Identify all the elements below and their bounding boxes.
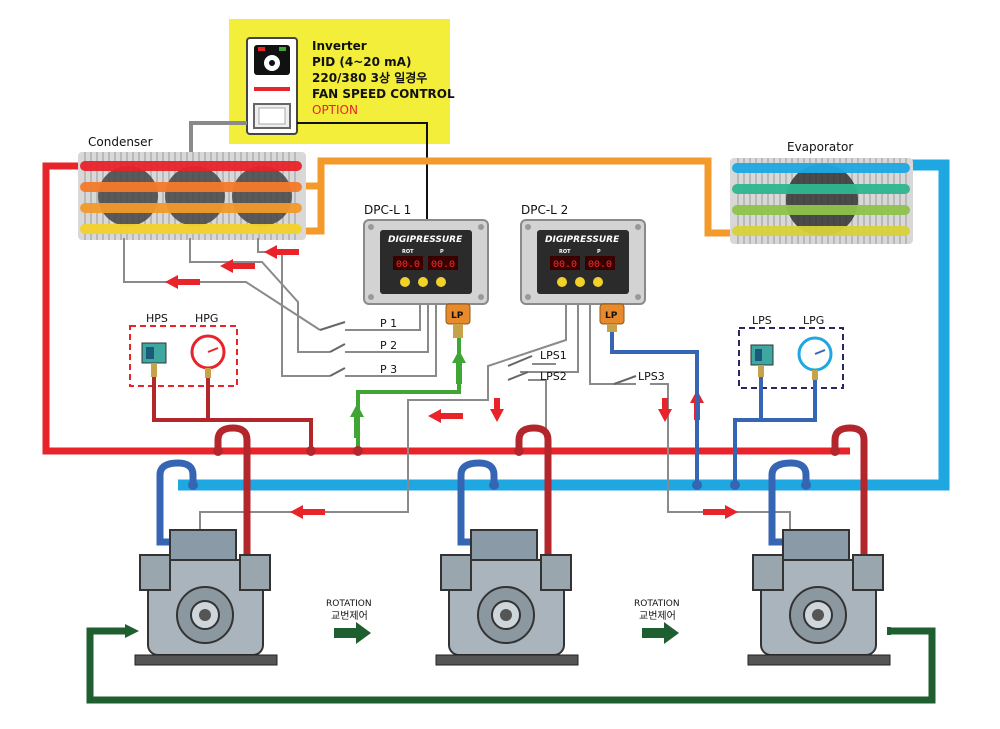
rotation-label-1: ROTATION (326, 599, 372, 609)
dpc1-display-left: 00.0 (396, 260, 420, 271)
evaporator-label: Evaporator (787, 140, 853, 154)
dpc2-display-right: 00.0 (588, 260, 612, 271)
inverter-text: Inverter PID (4~20 mA) 220/380 3상 일경우 FA… (312, 38, 455, 118)
dpc2-hdr-right: P (597, 249, 601, 255)
switch-label-lps1: LPS1 (540, 349, 567, 362)
dpc-l1-controller: DIGIPRESSURE ROT P 00.0 00.0 LP (363, 219, 489, 338)
dpc2-set-button[interactable] (593, 277, 603, 287)
dpc1-down-button[interactable] (418, 277, 428, 287)
condenser-fan-icon (232, 166, 292, 226)
lps-label: LPS (752, 314, 772, 327)
rotation-arrow-2 (642, 622, 679, 644)
rotation-loop (86, 627, 936, 704)
rotation-ko-2: 교번제어 (639, 610, 676, 622)
inverter-line1: Inverter (312, 39, 367, 53)
dpc1-set-button[interactable] (436, 277, 446, 287)
dpc2-lp-port: LP (605, 311, 618, 321)
compressor-connections (156, 424, 868, 572)
rotation-label-2: ROTATION (634, 599, 680, 609)
dpc1-display-right: 00.0 (431, 260, 455, 271)
inverter-option: OPTION (312, 103, 358, 117)
dpc1-up-button[interactable] (400, 277, 410, 287)
suction-line (178, 159, 950, 491)
condenser (78, 152, 306, 240)
switch-contacts (319, 321, 637, 385)
inverter-line3: 220/380 3상 일경우 (312, 71, 428, 85)
inverter-to-dpc-cable (297, 122, 428, 222)
dpc-l2-controller: DIGIPRESSURE ROT P 00.0 00.0 LP (520, 219, 646, 332)
low-pressure-group (738, 327, 844, 389)
switch-label-lps2: LPS2 (540, 370, 567, 383)
compressor-3 (747, 529, 891, 666)
condenser-label: Condenser (88, 135, 153, 149)
dpc2-display-left: 00.0 (553, 260, 577, 271)
high-pressure-group (129, 325, 238, 387)
compressor-2 (435, 529, 579, 666)
compressor-1 (134, 529, 278, 666)
lpg-label: LPG (803, 314, 824, 327)
high-pressure-line (42, 162, 850, 455)
control-wiring (123, 238, 791, 535)
switch-label-p2: P 2 (380, 339, 397, 352)
dpc2-title: DPC-L 2 (521, 203, 568, 217)
inverter-line2: PID (4~20 mA) (312, 55, 412, 69)
flow-arrows (165, 245, 738, 519)
dpc2-brand: DIGIPRESSURE (545, 235, 620, 245)
switch-label-p3: P 3 (380, 363, 397, 376)
dpc2-down-button[interactable] (575, 277, 585, 287)
switch-label-p1: P 1 (380, 317, 397, 330)
dpc1-hdr-left: ROT (402, 249, 414, 255)
dpc2-hdr-left: ROT (559, 249, 571, 255)
rotation-ko-1: 교번제어 (331, 610, 368, 622)
inverter-line4: FAN SPEED CONTROL (312, 87, 455, 101)
dpc2-up-button[interactable] (557, 277, 567, 287)
condenser-fan-icon (165, 166, 225, 226)
dpc1-title: DPC-L 1 (364, 203, 411, 217)
evaporator (730, 158, 913, 244)
inverter-to-condenser-cable (189, 121, 247, 160)
dpc1-hdr-right: P (440, 249, 444, 255)
dpc1-brand: DIGIPRESSURE (388, 235, 463, 245)
hpg-label: HPG (195, 312, 218, 325)
hps-label: HPS (146, 312, 168, 325)
switch-label-lps3: LPS3 (638, 370, 665, 383)
lp-sense-line (610, 330, 699, 485)
dpc1-lp-port: LP (451, 311, 464, 321)
evaporator-fan-icon (786, 164, 858, 236)
rotation-arrow-1 (334, 622, 371, 644)
condenser-fan-icon (98, 166, 158, 226)
